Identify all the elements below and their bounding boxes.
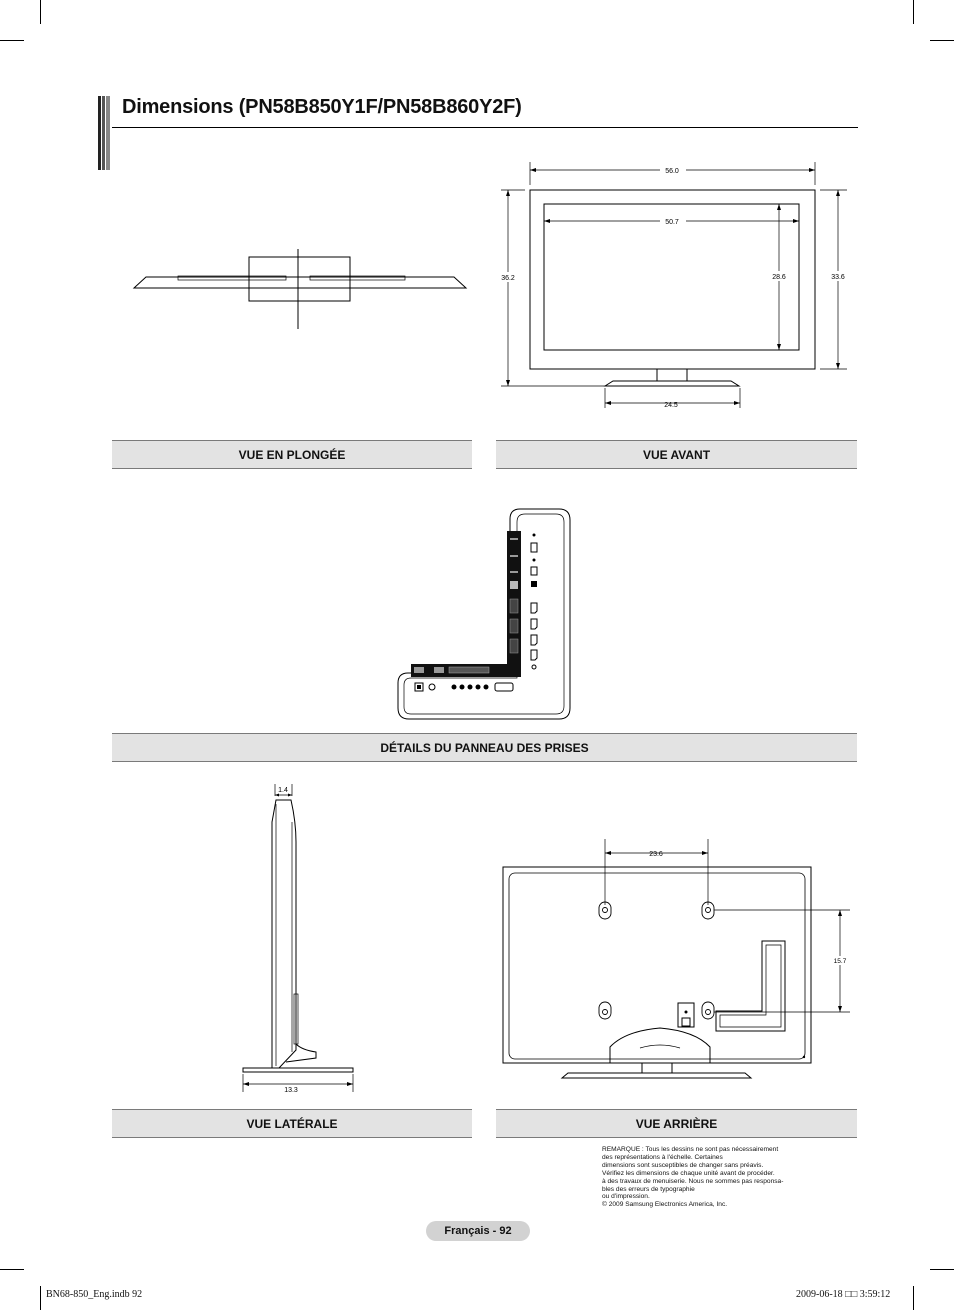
front-view-drawing: 56.0 50.7 28.6 36.2 33.6 24.5 xyxy=(498,162,848,409)
note-line: © 2009 Samsung Electronics America, Inc. xyxy=(602,1201,728,1209)
title-accent-bar xyxy=(98,96,110,170)
crop-mark xyxy=(0,1269,24,1270)
dim-screen-width: 50.7 xyxy=(665,219,679,226)
note-line: bles des erreurs de typographie xyxy=(602,1185,695,1193)
disclaimer-note: REMARQUE : Tous les dessins ne sont pas … xyxy=(602,1146,802,1209)
jack-panel-drawing xyxy=(397,508,571,720)
label-top-view: VUE EN PLONGÉE xyxy=(112,440,472,469)
note-line: des représentations à l'échelle. Certain… xyxy=(602,1153,723,1161)
crop-mark xyxy=(40,0,41,24)
page-number: Français - 92 xyxy=(426,1221,530,1241)
dim-screen-height: 28.6 xyxy=(772,274,786,281)
dim-front-width: 56.0 xyxy=(665,168,679,175)
crop-mark xyxy=(40,1286,41,1310)
footer-timestamp: 2009-06-18 □□ 3:59:12 xyxy=(796,1289,891,1300)
footer-file-info: BN68-850_Eng.indb 92 xyxy=(46,1289,143,1300)
note-line: Vérifiez les dimensions de chaque unité … xyxy=(602,1169,775,1177)
note-line: REMARQUE : Tous les dessins ne sont pas … xyxy=(602,1146,779,1153)
note-line: dimensions sont susceptibles de changer … xyxy=(602,1161,764,1169)
side-view-drawing: 1.4 13.3 xyxy=(242,784,354,1094)
title-rule xyxy=(112,127,858,128)
label-jack-panel: DÉTAILS DU PANNEAU DES PRISES xyxy=(112,733,857,762)
crop-mark xyxy=(0,40,24,41)
dim-rear-hole-spacing-v: 15.7 xyxy=(834,958,847,965)
dim-rear-hole-spacing-h: 23.6 xyxy=(649,851,663,858)
dim-side-base: 13.3 xyxy=(284,1087,298,1094)
crop-mark xyxy=(913,0,914,24)
dim-total-height: 36.2 xyxy=(501,275,515,282)
crop-mark xyxy=(930,40,954,41)
rear-view-drawing: 23.6 15.7 xyxy=(502,839,850,1079)
dim-body-height: 33.6 xyxy=(831,274,845,281)
crop-mark xyxy=(913,1286,914,1310)
label-front-view: VUE AVANT xyxy=(496,440,857,469)
crop-mark xyxy=(930,1269,954,1270)
dim-side-depth: 1.4 xyxy=(278,787,288,794)
label-side-view: VUE LATÉRALE xyxy=(112,1109,472,1138)
dim-stand-width: 24.5 xyxy=(664,402,678,409)
note-line: à des travaux de menuiserie. Nous ne som… xyxy=(602,1177,784,1185)
top-view-drawing xyxy=(132,249,468,329)
label-rear-view: VUE ARRIÈRE xyxy=(496,1109,857,1138)
note-line: ou d'impression. xyxy=(602,1193,650,1201)
page-title: Dimensions (PN58B850Y1F/PN58B860Y2F) xyxy=(122,96,522,118)
